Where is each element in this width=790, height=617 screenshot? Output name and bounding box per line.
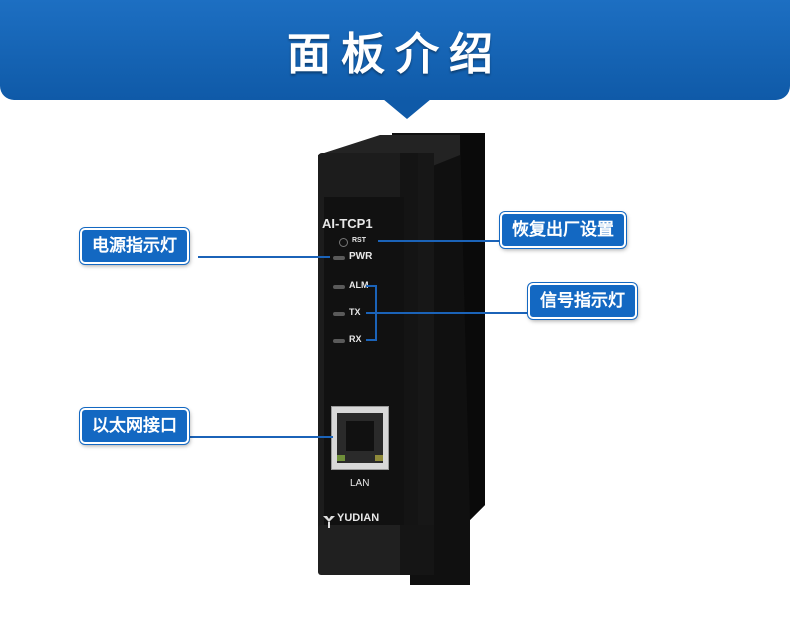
tx-led [333,312,345,316]
callout-signal-led: 信号指示灯 [528,283,637,319]
ethernet-callout-line [188,436,333,438]
reset-button[interactable] [339,238,348,247]
lan-label: LAN [350,478,370,489]
header-banner [0,0,790,100]
callout-power-led: 电源指示灯 [80,228,189,264]
pwr-label: PWR [349,251,373,262]
reset-callout-line [378,240,502,242]
device-image [318,133,485,585]
ethernet-port-icon[interactable] [331,406,389,470]
yudian-logo-icon [323,513,335,528]
rx-led [333,339,345,343]
callout-ethernet-port: 以太网接口 [80,408,189,444]
signal-callout-line [366,312,530,314]
brand-label: YUDIAN [337,512,380,524]
tx-label: TX [349,307,361,317]
rx-label: RX [349,334,362,344]
power-callout-line [198,256,330,258]
banner-pointer [383,99,431,119]
page-title: 面板介绍 [287,29,503,80]
signal-bracket-top [366,285,376,287]
signal-bracket-bottom [366,339,376,341]
rst-label: RST [352,237,366,244]
model-label: AI-TCP1 [322,216,373,231]
alm-led [333,285,345,289]
callout-factory-reset: 恢复出厂设置 [500,212,626,248]
alm-label: ALM [349,280,369,290]
pwr-led [333,256,345,260]
